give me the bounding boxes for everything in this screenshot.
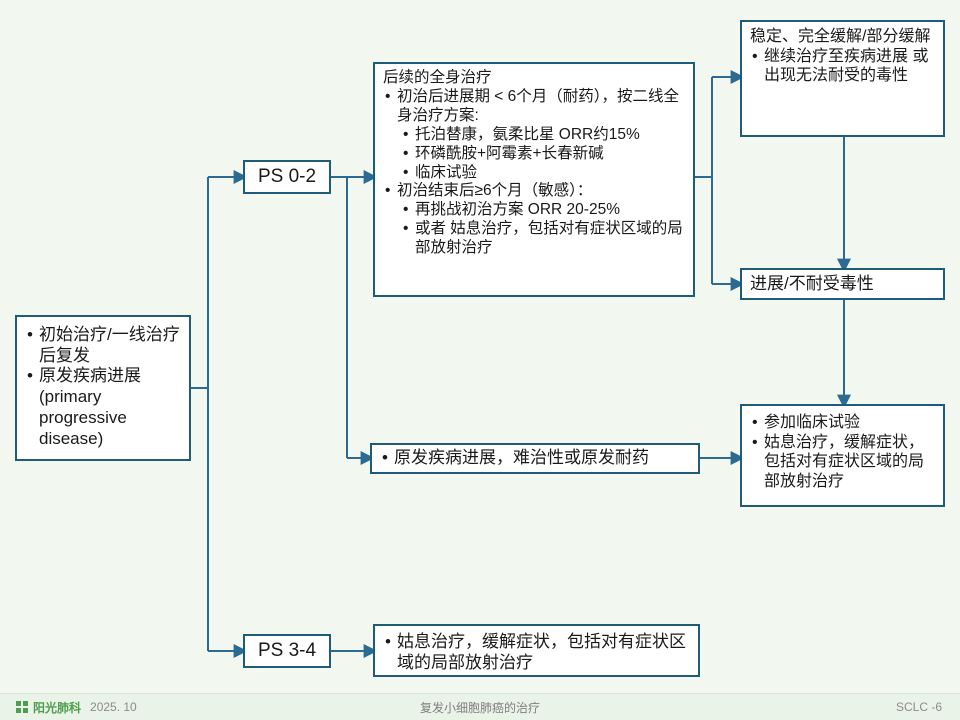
refractory-box: 原发疾病进展，难治性或原发耐药 — [370, 443, 700, 474]
ps-0-2-box: PS 0-2 — [243, 160, 331, 194]
ps-0-2-label: PS 0-2 — [257, 166, 317, 188]
footer-date: 2025. 10 — [90, 700, 137, 714]
bullet-item: 初始治疗/一线治疗后复发 — [25, 325, 181, 366]
progression-label: 进展/不耐受毒性 — [750, 273, 874, 293]
bullet-item: 或者 姑息治疗，包括对有症状区域的局部放射治疗 — [401, 220, 685, 258]
bullet-item: 原发疾病进展 (primary progressive disease) — [25, 366, 181, 449]
bullet-item: 临床试验 — [401, 164, 685, 183]
bullet-item: 环磷酰胺+阿霉素+长春新碱 — [401, 145, 685, 164]
brand-logo-icon — [16, 701, 28, 713]
followup-therapy-box: 后续的全身治疗 初治后进展期 < 6个月（耐药），按二线全身治疗方案: 托泊替康… — [373, 62, 695, 297]
progression-toxicity-box: 进展/不耐受毒性 — [740, 268, 945, 300]
stable-title: 稳定、完全缓解/部分缓解 — [750, 28, 931, 45]
footer-left: 阳光肺科 2025. 10 — [16, 699, 137, 716]
footer: 阳光肺科 2025. 10 复发小细胞肺癌的治疗 SCLC -6 — [0, 693, 960, 720]
ps-3-4-box: PS 3-4 — [243, 634, 331, 668]
footer-page-number: SCLC -6 — [895, 700, 942, 714]
palliative-box: 姑息治疗，缓解症状，包括对有症状区域的局部放射治疗 — [373, 624, 700, 677]
bullet-item: 托泊替康，氨柔比星 ORR约15% — [401, 126, 685, 145]
stable-remission-box: 稳定、完全缓解/部分缓解 继续治疗至疾病进展 或 出现无法耐受的毒性 — [740, 20, 945, 137]
footer-brand: 阳光肺科 — [33, 700, 82, 715]
ps-3-4-label: PS 3-4 — [257, 640, 317, 662]
footer-title: 复发小细胞肺癌的治疗 — [419, 700, 540, 715]
bullet-item: 姑息治疗，缓解症状，包括对有症状区域的局部放射治疗 — [383, 632, 690, 673]
bullet-item: 再挑战初治方案 ORR 20-25% — [401, 201, 685, 220]
start-box: 初始治疗/一线治疗后复发 原发疾病进展 (primary progressive… — [15, 315, 191, 461]
bullet-item: 初治后进展期 < 6个月（耐药），按二线全身治疗方案: — [383, 88, 685, 126]
bullet-item: 姑息治疗，缓解症状，包括对有症状区域的局部放射治疗 — [750, 433, 935, 492]
bullet-item: 继续治疗至疾病进展 或 出现无法耐受的毒性 — [750, 47, 935, 86]
bullet-item: 初治结束后≥6个月（敏感）： — [383, 182, 685, 201]
trial-palliative-box: 参加临床试验 姑息治疗，缓解症状，包括对有症状区域的局部放射治疗 — [740, 404, 945, 507]
bullet-item: 原发疾病进展，难治性或原发耐药 — [380, 448, 690, 469]
followup-title: 后续的全身治疗 — [383, 69, 492, 86]
bullet-item: 参加临床试验 — [750, 413, 935, 433]
